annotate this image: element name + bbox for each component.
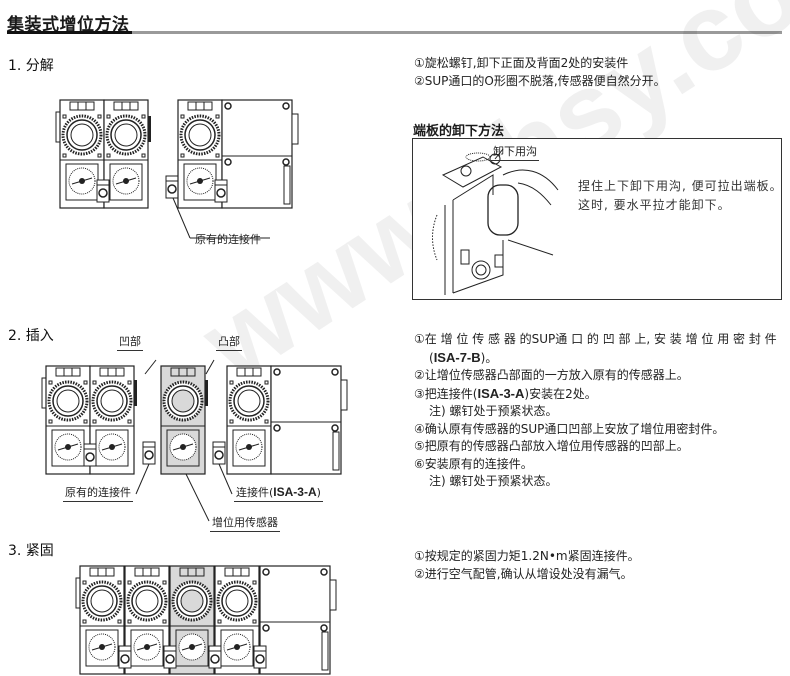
callout-removal-groove: 卸下用沟 bbox=[491, 143, 539, 161]
endplate-line-2: 这时, 要水平拉才能卸下。 bbox=[578, 198, 731, 212]
tighten-step-1: ①按规定的紧固力矩1.2N•m紧固连接件。 bbox=[414, 549, 640, 563]
section-heading-tighten: 3. 紧固 bbox=[8, 543, 54, 559]
tighten-steps: ①按规定的紧固力矩1.2N•m紧固连接件。 ②进行空气配管,确认从增设处没有漏气… bbox=[414, 548, 640, 583]
callout-original-connector-1: 原有的连接件 bbox=[195, 233, 261, 246]
callout-original-connector-2: 原有的连接件 bbox=[63, 484, 133, 502]
endplate-removal-illustration bbox=[432, 148, 559, 295]
insert-note-2: 注) 螺钉处于预紧状态。 bbox=[429, 474, 558, 488]
title-underline-rule bbox=[132, 31, 782, 34]
insert-step-5: ⑤把原有的传感器凸部放入增位用传感器的凹部上。 bbox=[414, 439, 689, 453]
insert-step-4: ④确认原有传感器的SUP通口凹部上安放了增位用密封件。 bbox=[414, 421, 725, 436]
callout-recess: 凹部 bbox=[117, 333, 143, 351]
disassemble-diagram bbox=[55, 98, 299, 239]
endplate-box: 卸下用沟 捏住上下卸下用沟, 便可拉出端板。 这时, 要水平拉才能卸下。 bbox=[412, 138, 782, 300]
disassemble-steps: ①旋松螺钉,卸下正面及背面2处的安装件 ②SUP通口的O形圈不脱落,传感器便自然… bbox=[414, 55, 666, 90]
endplate-instructions: 捏住上下卸下用沟, 便可拉出端板。 这时, 要水平拉才能卸下。 bbox=[578, 177, 783, 215]
page-title: 集装式增位方法 bbox=[7, 15, 130, 35]
insert-note-1: 注) 螺钉处于预紧状态。 bbox=[429, 404, 558, 418]
insert-step-3: ③把连接件(ISA-3-A)安装在2处。 bbox=[414, 385, 597, 401]
insert-step-2: ②让增位传感器凸部面的一方放入原有的传感器上。 bbox=[414, 368, 689, 382]
tighten-step-2: ②进行空气配管,确认从增设处没有漏气。 bbox=[414, 566, 633, 581]
insert-steps: ①在 增 位 传 感 器 的SUP通 口 的 凹 部 上, 安 装 增 位 用 … bbox=[414, 331, 777, 491]
insert-step-1: ①在 增 位 传 感 器 的SUP通 口 的 凹 部 上, 安 装 增 位 用 … bbox=[414, 332, 777, 346]
connector-part-number: ISA-3-A bbox=[477, 385, 525, 401]
insert-diagram bbox=[41, 359, 348, 522]
callout-connector: 连接件(ISA-3-A) bbox=[234, 484, 323, 502]
step-2: ②SUP通口的O形圈不脱落,传感器便自然分开。 bbox=[414, 73, 666, 88]
tighten-diagram bbox=[75, 564, 337, 676]
endplate-line-1: 捏住上下卸下用沟, 便可拉出端板。 bbox=[578, 179, 783, 193]
seal-part-number: ISA-7-B bbox=[433, 349, 481, 365]
section-heading-disassemble: 1. 分解 bbox=[8, 58, 54, 74]
insert-step-1-cont: (ISA-7-B)。 bbox=[429, 349, 498, 365]
section-heading-insert: 2. 插入 bbox=[8, 328, 54, 344]
title-underline-accent bbox=[7, 31, 132, 34]
callout-protrusion: 凸部 bbox=[216, 333, 242, 351]
step-1: ①旋松螺钉,卸下正面及背面2处的安装件 bbox=[414, 56, 629, 70]
insert-step-6: ⑥安装原有的连接件。 bbox=[414, 456, 533, 471]
endplate-heading: 端板的卸下方法 bbox=[413, 124, 505, 139]
callout-added-sensor: 增位用传感器 bbox=[210, 514, 280, 532]
